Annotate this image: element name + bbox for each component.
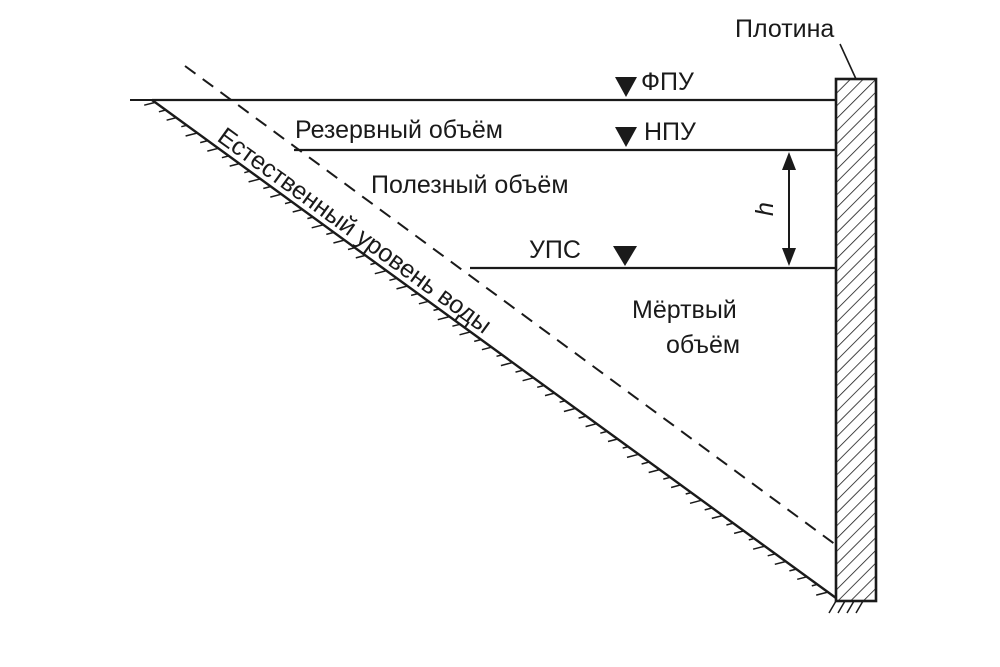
fpu-marker-icon	[615, 77, 637, 97]
ground-hatch-tick	[292, 208, 303, 213]
ups-label: УПС	[529, 236, 581, 264]
dam-foot-hatch-tick	[837, 600, 846, 614]
ground-hatch-tick	[626, 453, 639, 459]
ground-hatch-tick	[500, 361, 513, 367]
h-label: h	[751, 202, 779, 216]
ground-hatch-tick	[797, 576, 807, 581]
ground-hatch-tick	[270, 193, 282, 198]
ground-hatch-tick	[248, 178, 261, 183]
ground-hatch-tick	[585, 422, 597, 428]
npu-marker-icon	[615, 127, 637, 147]
ground-hatch-tick	[355, 254, 366, 259]
ground-hatch-tick	[374, 269, 387, 275]
ground-hatch-tick	[689, 499, 702, 505]
ground-hatch-tick	[670, 484, 681, 489]
ground-hatch-tick	[544, 392, 555, 397]
ground-hatch-tick	[396, 285, 408, 290]
dam-leader-line	[839, 43, 857, 80]
dam-foot-hatch-tick	[828, 600, 837, 614]
ground-hatch-tick	[437, 315, 450, 321]
ground-hatch-tick	[229, 162, 240, 167]
ground-hatch-tick	[711, 514, 723, 520]
ups-marker-icon	[613, 246, 637, 266]
ground-hatch-tick	[459, 331, 471, 336]
reserve-volume-label: Резервный объём	[295, 116, 503, 144]
ground-hatch-tick	[774, 560, 786, 566]
ground-hatch-tick	[563, 407, 576, 413]
ground-hatch-tick	[607, 438, 618, 443]
ground-hatch-tick	[816, 591, 828, 596]
h-arrow-down-icon	[782, 248, 796, 266]
ground-hatch-tick	[207, 147, 219, 152]
ground-hatch-tick	[733, 530, 744, 535]
ground-hatch-tick	[311, 224, 324, 229]
ground-hatch-tick	[522, 377, 534, 382]
h-arrow-up-icon	[782, 152, 796, 170]
ground-hatch-tick	[144, 101, 156, 106]
fpu-label: ФПУ	[641, 68, 694, 96]
dead-volume-label-line1: Мёртвый	[632, 296, 737, 324]
dam-foot-hatch-tick	[855, 600, 864, 614]
ground-hatch-tick	[166, 116, 177, 121]
npu-label: НПУ	[644, 118, 696, 146]
ground-hatch-tick	[648, 468, 660, 474]
ground-hatch-tick	[752, 545, 765, 550]
natural-water-level-label: Естественный уровень воды	[212, 122, 496, 339]
ground-hatch-tick	[418, 300, 429, 305]
dam	[834, 77, 878, 603]
ground-hatch-tick	[333, 239, 345, 244]
ground-hatch-tick	[481, 346, 492, 351]
dam-foot-hatch-tick	[846, 600, 855, 614]
natural-water-level-line	[184, 65, 837, 546]
useful-volume-label: Полезный объём	[371, 171, 569, 199]
ground-hatch-tick	[185, 132, 198, 137]
dead-volume-label-line2: объём	[666, 331, 740, 359]
dam-label: Плотина	[735, 15, 834, 43]
ground-slope-line	[151, 99, 837, 599]
